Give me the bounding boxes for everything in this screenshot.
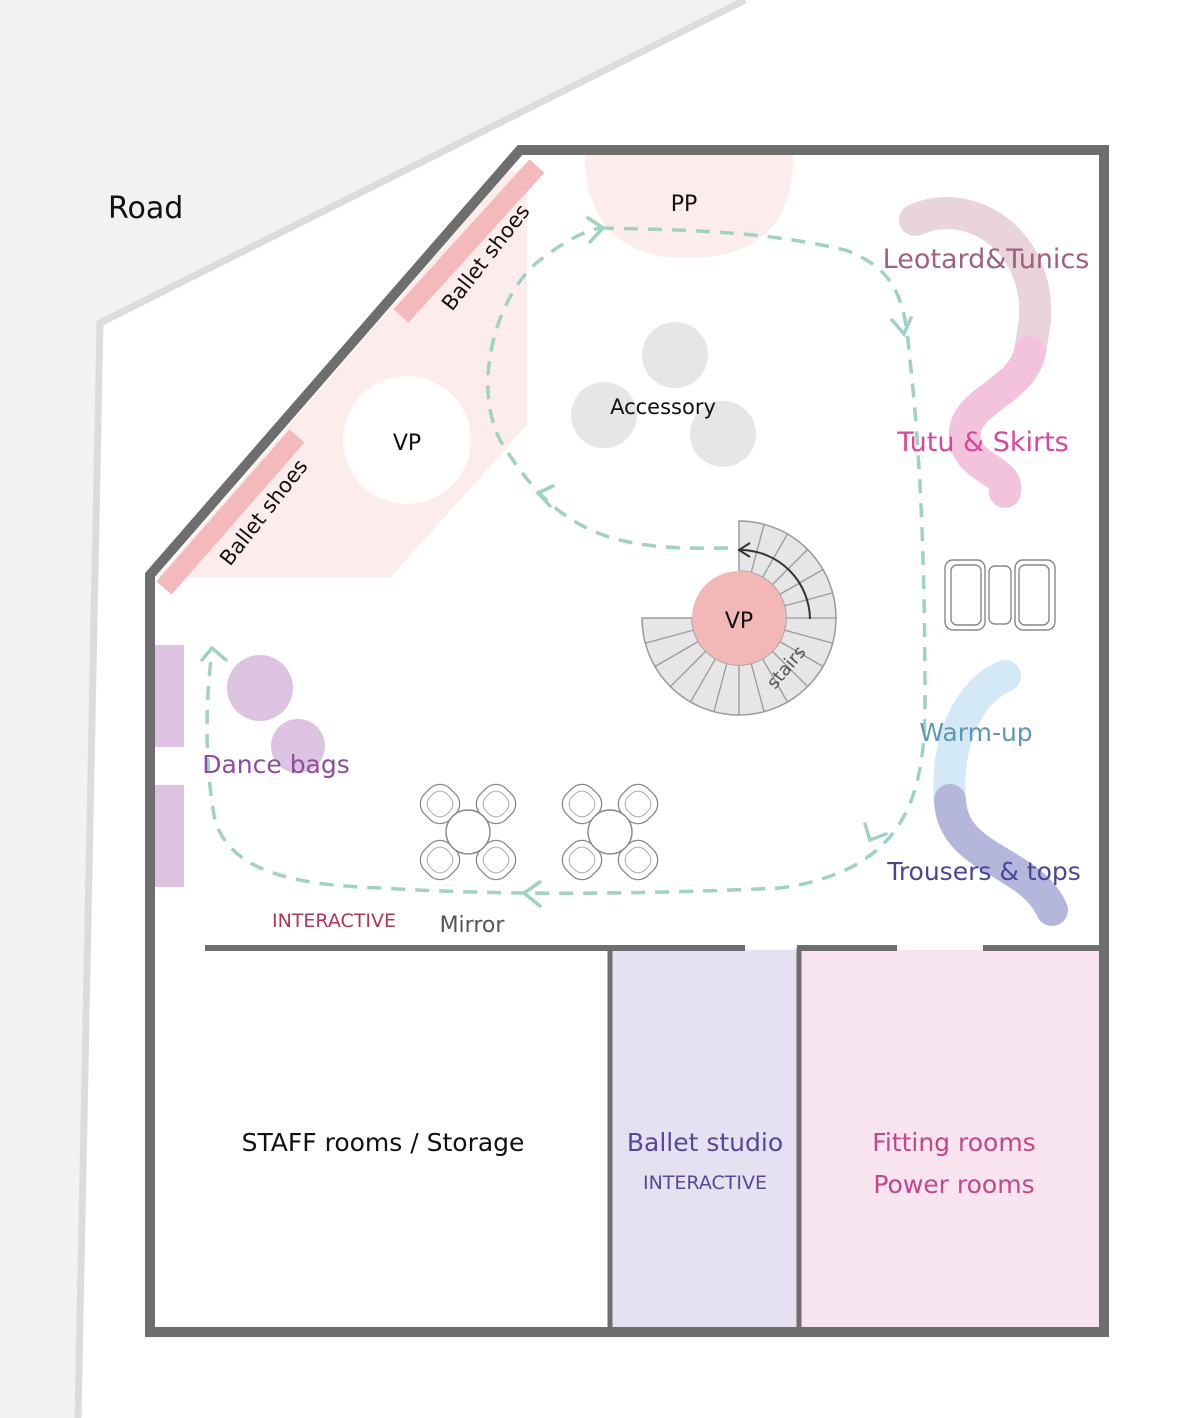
stairs-direction-arrow: [740, 549, 811, 620]
warmup-label: Warm-up: [919, 718, 1032, 747]
ballet-studio-room: [610, 950, 798, 1328]
cafe-table-2: [561, 783, 659, 881]
customer-flow-path: [205, 226, 927, 895]
stair-step: [784, 629, 833, 644]
accessory-table-3: [690, 401, 756, 467]
stair-step: [645, 629, 694, 644]
fitting-rooms-label: Fitting rooms: [872, 1128, 1035, 1157]
warmup-rack: [933, 660, 1021, 816]
stair-step: [654, 640, 699, 668]
pp-zone: [585, 152, 794, 258]
pp-label: PP: [671, 192, 698, 217]
road-edge: [74, 0, 747, 1418]
chair-seat: [426, 790, 454, 818]
trousers-label: Trousers & tops: [886, 857, 1081, 886]
stair-step: [761, 658, 789, 703]
fitting-room: [800, 950, 1100, 1328]
chair-seat: [482, 790, 510, 818]
stair-step: [784, 592, 833, 607]
stair-step: [750, 663, 765, 712]
stair-step: [779, 568, 824, 596]
dance-bags-label: Dance bags: [202, 750, 350, 779]
power-rooms-label: Power rooms: [873, 1170, 1034, 1199]
chair-seat: [624, 790, 652, 818]
stair-step: [689, 658, 717, 703]
table-top: [587, 809, 633, 855]
accessory-table-1: [642, 322, 708, 388]
stair-step: [771, 548, 809, 586]
tutu-rack: [948, 336, 1046, 508]
vp-center-label: VP: [725, 609, 753, 634]
chair-seat: [482, 846, 510, 874]
ballet-shoes-bar-bottom: [156, 429, 305, 595]
dance-bag-display-2: [271, 719, 325, 773]
staff-rooms-label: STAFF rooms / Storage: [242, 1128, 525, 1157]
stair-step: [750, 524, 765, 573]
vp-window-circle: [343, 376, 471, 504]
chair-seat: [568, 846, 596, 874]
tutu-label: Tutu & Skirts: [896, 427, 1068, 458]
dance-bag-display-1: [227, 655, 293, 721]
sofa-seating: [944, 559, 1056, 631]
leotard-rack: [899, 197, 1052, 368]
chair-seat: [568, 790, 596, 818]
trousers-rack: [934, 784, 1068, 926]
ballet-shoes-bar-top: [393, 159, 545, 323]
stair-step: [669, 650, 707, 688]
arrowhead-icon: [737, 542, 751, 558]
stair-step: [713, 663, 728, 712]
stair-step: [771, 650, 809, 688]
flow-arrow-icons: [200, 216, 913, 908]
chair-seat: [426, 846, 454, 874]
vp-window-label: VP: [393, 431, 421, 456]
road-area: [0, 0, 745, 1418]
mirror-label: Mirror: [440, 913, 506, 938]
interactive-mirror-label: INTERACTIVE: [272, 910, 396, 932]
stair-step: [779, 640, 824, 668]
vp-center-circle: [692, 571, 786, 665]
dance-bag-shelf-bottom: [155, 785, 184, 887]
table-top: [445, 809, 491, 855]
accessory-label: Accessory: [610, 395, 716, 419]
dance-bag-shelf-top: [155, 645, 184, 747]
chair-seat: [624, 846, 652, 874]
cafe-table-1: [419, 783, 517, 881]
ballet-studio-sub-label: INTERACTIVE: [643, 1172, 767, 1194]
ballet-studio-label: Ballet studio: [627, 1128, 783, 1157]
stair-step: [761, 533, 789, 578]
leotard-label: Leotard&Tunics: [883, 244, 1090, 275]
road-label: Road: [108, 191, 183, 226]
accessory-table-2: [571, 382, 637, 448]
outer-walls: [145, 145, 1109, 1337]
